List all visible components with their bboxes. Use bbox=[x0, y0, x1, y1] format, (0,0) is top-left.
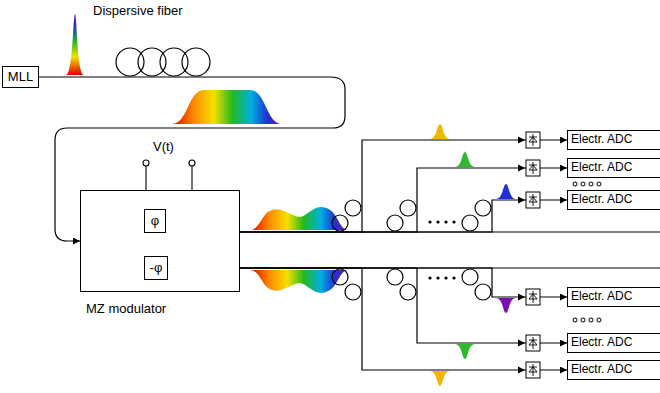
adc-box: Electr. ADC bbox=[567, 287, 660, 307]
modulated-spectrum bbox=[250, 207, 348, 230]
node-text: MZ modulator bbox=[86, 301, 166, 316]
node-text: Electr. ADC bbox=[571, 160, 660, 175]
drop-connector bbox=[240, 268, 567, 297]
phase-box: φ bbox=[144, 209, 166, 233]
photodiode-symbol bbox=[518, 362, 540, 378]
drop-connector bbox=[240, 268, 567, 343]
signal-label: V(t) bbox=[152, 139, 175, 154]
channel-pulse bbox=[496, 298, 516, 313]
node-text: Electr. ADC bbox=[571, 362, 660, 377]
adc-box: Electr. ADC bbox=[567, 360, 660, 380]
laser-box: MLL bbox=[2, 66, 39, 88]
node-text: -φ bbox=[147, 260, 165, 275]
node-text: φ bbox=[147, 213, 163, 228]
adc-box: Electr. ADC bbox=[567, 130, 660, 150]
fiber-label: Dispersive fiber bbox=[92, 3, 184, 18]
photodiode-symbol bbox=[518, 192, 540, 208]
input-pulse bbox=[66, 14, 84, 75]
ring-resonator bbox=[332, 200, 491, 300]
drop-connector bbox=[240, 268, 567, 370]
channel-pulse bbox=[430, 124, 450, 139]
adc-box: Electr. ADC bbox=[567, 333, 660, 353]
channel-pulse bbox=[455, 344, 475, 359]
node-text: MLL bbox=[7, 69, 34, 84]
ellipsis-dots bbox=[428, 220, 455, 279]
modulator-box: MZ modulatorφ-φ bbox=[80, 190, 240, 292]
modulated-spectrum bbox=[250, 270, 348, 293]
channel-pulse bbox=[496, 184, 516, 199]
drop-connector bbox=[240, 200, 567, 232]
phase-box: -φ bbox=[144, 256, 168, 280]
drop-connector bbox=[240, 168, 567, 232]
fiber-coil bbox=[116, 48, 210, 76]
photodiode-symbol bbox=[518, 289, 540, 305]
node-text: Electr. ADC bbox=[571, 132, 660, 147]
drop-connector bbox=[240, 140, 567, 232]
node-text: Electr. ADC bbox=[571, 335, 660, 350]
adc-box: Electr. ADC bbox=[567, 158, 660, 178]
channel-pulse bbox=[455, 152, 475, 167]
adc-box: Electr. ADC bbox=[567, 190, 660, 210]
photodiode-symbol bbox=[518, 132, 540, 148]
photodiode-symbol bbox=[518, 335, 540, 351]
photodiode-symbol bbox=[518, 160, 540, 176]
chirped-pulse bbox=[172, 90, 282, 124]
node-text: Electr. ADC bbox=[571, 289, 660, 304]
channel-pulse bbox=[430, 371, 450, 386]
node-text: Electr. ADC bbox=[571, 192, 660, 207]
